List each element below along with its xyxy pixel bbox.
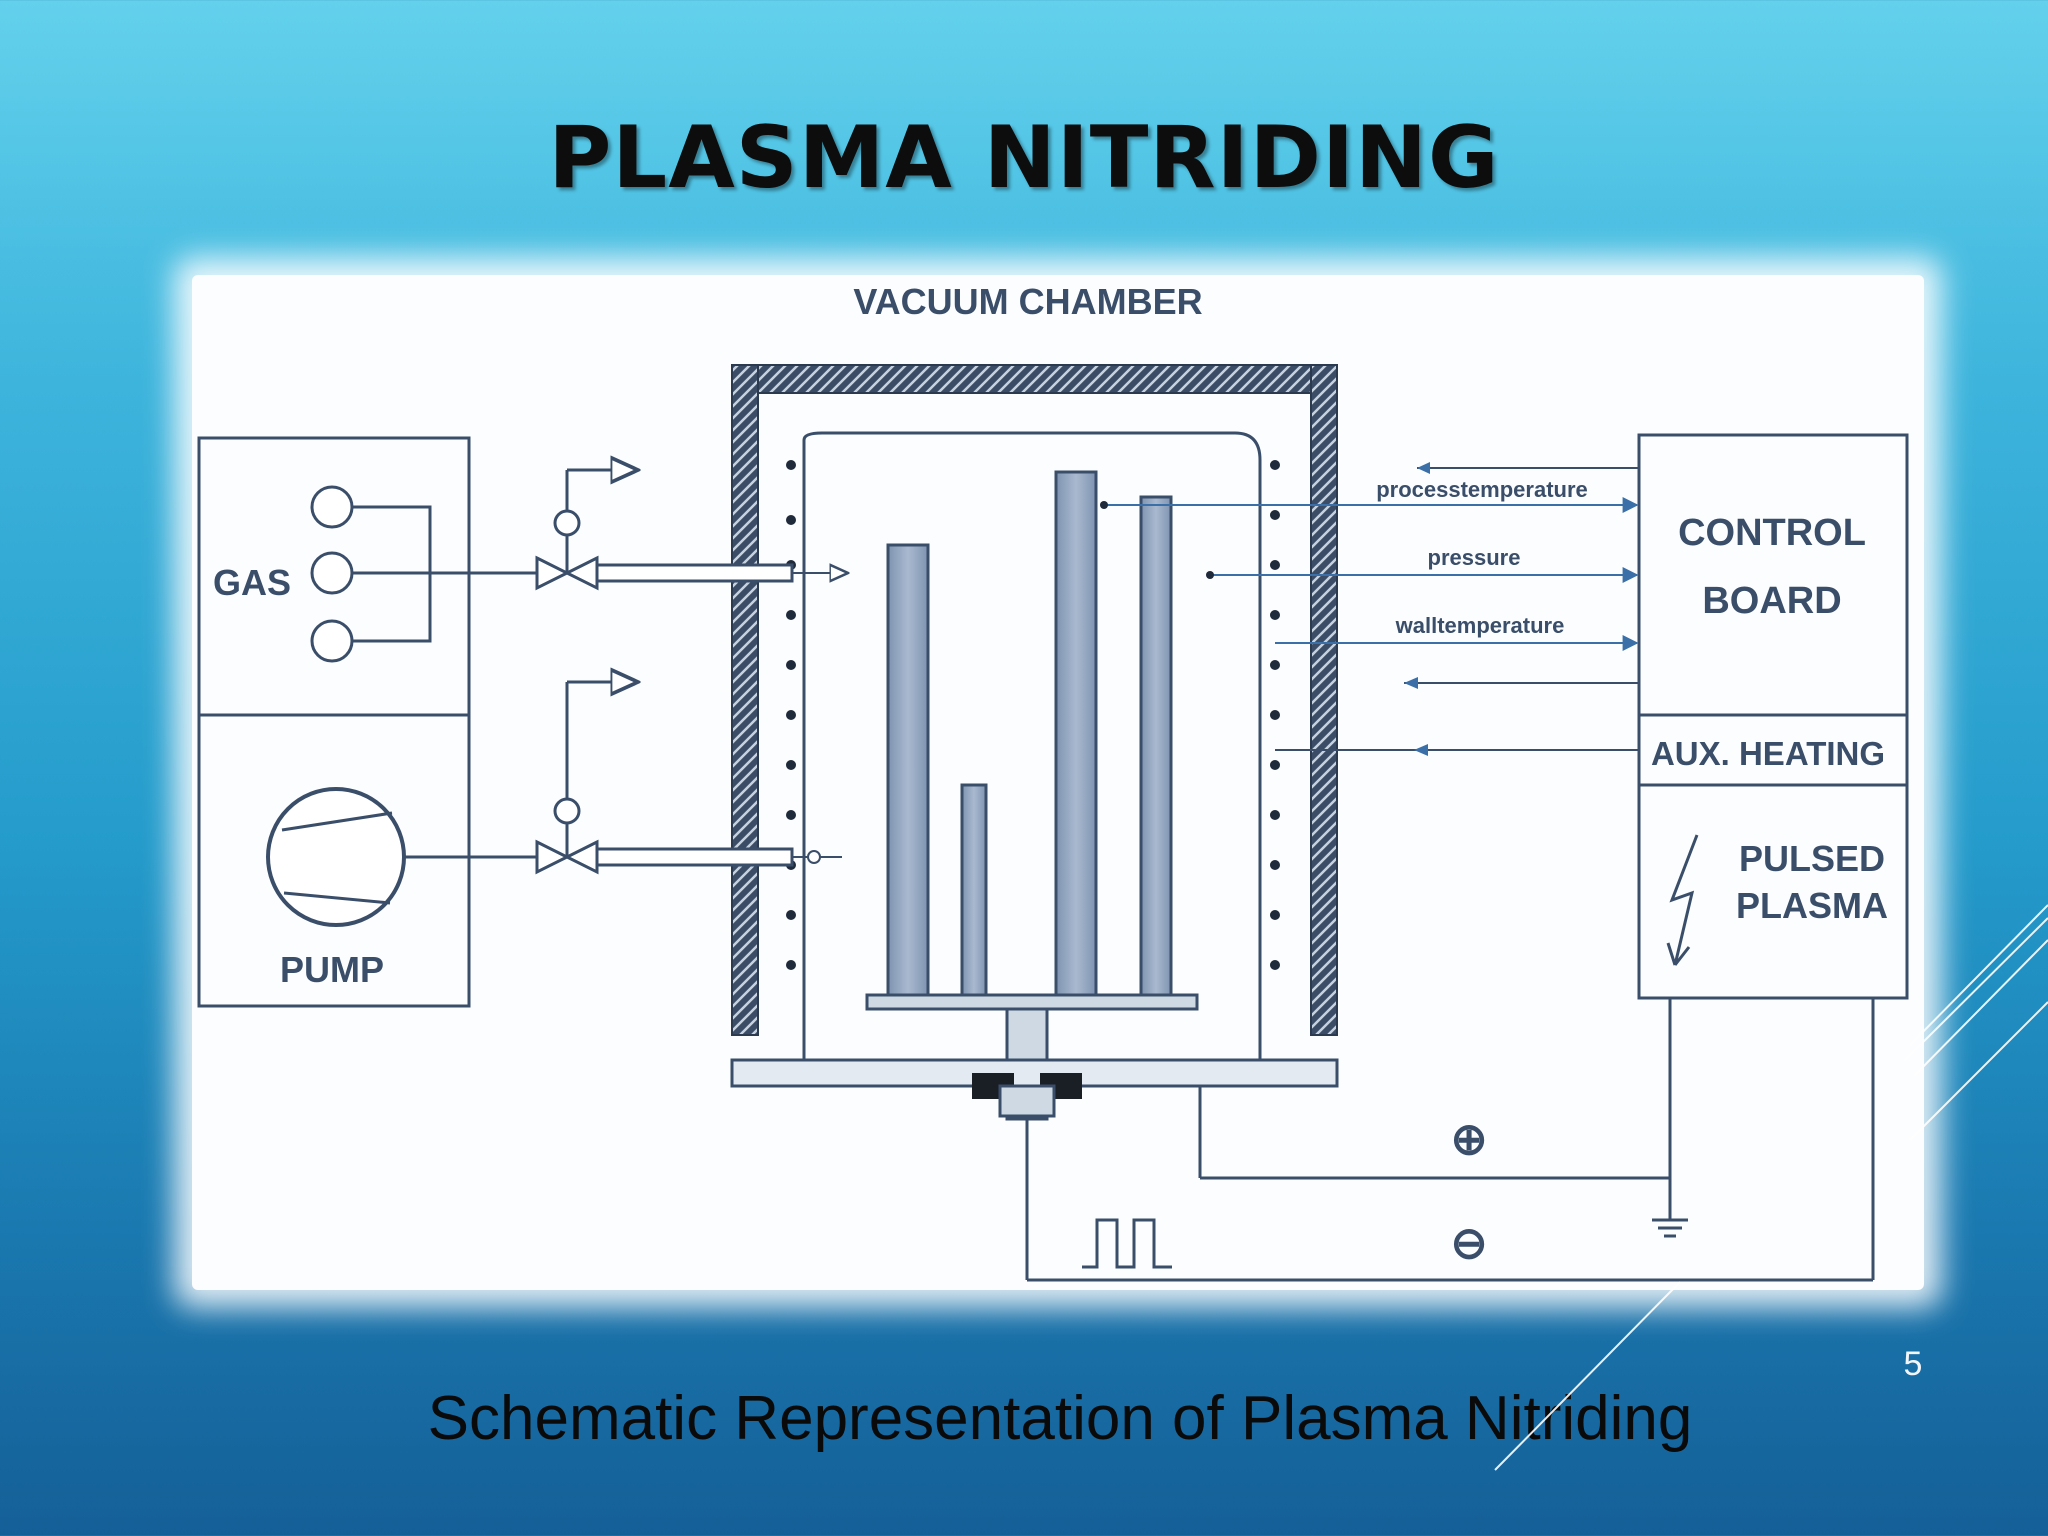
plus-sign: ⊕ [1451,1115,1488,1164]
pressure-label: pressure [1428,545,1521,570]
vacuum-chamber-label: VACUUM CHAMBER [853,281,1202,322]
inner-retort [802,431,1262,1060]
workpieces [865,470,1199,1121]
gas-cylinders [310,485,354,663]
aux-heating-label: AUX. HEATING [1651,735,1885,772]
wall-temperature-label: walltemperature [1395,613,1565,638]
gas-valve [535,470,638,591]
pump-valve [535,682,638,875]
pulsed-plasma-label-2: PLASMA [1736,885,1888,926]
plasma-nitriding-schematic: VACUUM CHAMBER GAS [197,281,1909,1282]
power-circuit: ⊕ ⊖ [1025,998,1875,1282]
lightning-icon [1666,834,1699,966]
base-plate [730,1058,1339,1088]
control-board-label-1: CONTROL [1678,512,1866,554]
slide-number: 5 [1903,1345,1923,1383]
minus-sign: ⊖ [1451,1219,1488,1268]
chamber-wall [731,364,1338,1036]
heater-elements [786,460,1280,970]
gas-pipe [595,563,794,583]
signal-lines: processtemperature pressure walltemperat… [1100,462,1639,756]
slide-caption: Schematic Representation of Plasma Nitri… [427,1384,1693,1453]
control-board-label-2: BOARD [1702,580,1841,622]
pump-symbol [266,787,406,927]
pulsed-plasma-label-1: PULSED [1739,838,1885,879]
gas-pump-box [197,436,471,1008]
gas-label: GAS [213,562,291,603]
process-temperature-label: processtemperature [1376,477,1588,502]
pump-label: PUMP [280,949,384,990]
slide-title: PLASMA NITRIDING [548,108,1500,208]
diagram-panel: VACUUM CHAMBER GAS [192,275,1924,1290]
pump-pipe [595,847,794,867]
pulse-waveform-icon [1082,1218,1172,1269]
